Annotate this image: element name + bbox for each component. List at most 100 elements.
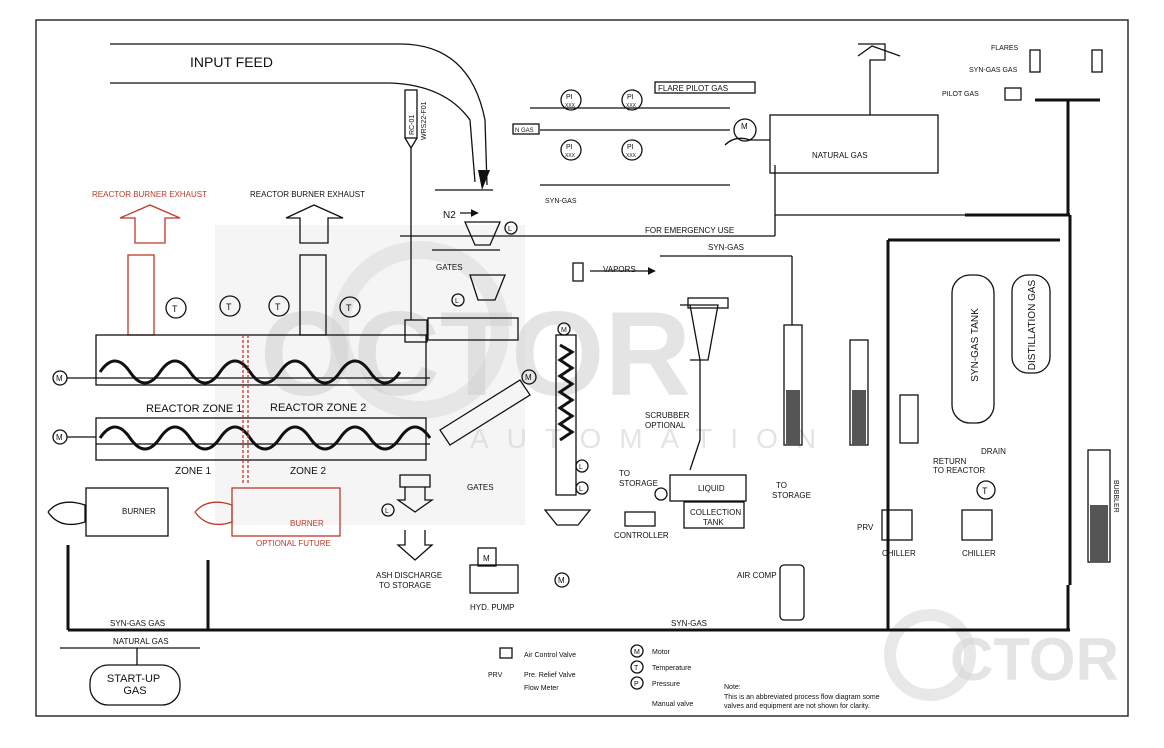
optional-future-label: OPTIONAL FUTURE (256, 539, 331, 548)
syn-gas-main-label: SYN-GAS (671, 619, 707, 628)
watermark-sub: AUTOMATION (470, 423, 834, 454)
vertical-conveyor: M L L M M (439, 322, 592, 588)
return-line-2: TO REACTOR (933, 466, 985, 475)
svg-text:T: T (982, 486, 988, 496)
bubbler-label: BUBBLER (1112, 480, 1119, 513)
svg-text:L: L (579, 486, 583, 493)
svg-text:M: M (634, 649, 640, 656)
burner-label: BURNER (122, 507, 156, 516)
drain-label: DRAIN (981, 447, 1006, 456)
chillers: CHILLER PRV CHILLER T (857, 480, 996, 558)
gas-train: FLARE PILOT GAS N GAS SYN-GAS PI PI PI P… (512, 43, 939, 205)
svg-text:M: M (56, 374, 63, 383)
condensers: TO STORAGE (772, 324, 869, 500)
zone-2-label: ZONE 2 (290, 466, 327, 477)
svg-text:T: T (226, 302, 232, 312)
scrubber: VAPORS SCRUBBER OPTIONAL SYN-GAS (572, 243, 793, 471)
svg-text:M: M (525, 373, 532, 382)
note-line-2: valves and equipment are not shown for c… (724, 703, 870, 710)
watermark-main: OCTOR (260, 287, 691, 421)
legend-temperature: Temperature (652, 665, 691, 672)
svg-text:M: M (558, 576, 565, 585)
natural-gas-line-label: NATURAL GAS (113, 637, 169, 646)
syn-gas-label: SYN-GAS (708, 243, 744, 252)
collection-tank-label: COLLECTION TANK (690, 508, 743, 527)
svg-text:PI: PI (627, 94, 634, 101)
input-feed-label: INPUT FEED (190, 54, 273, 70)
to-storage-left-line-2: STORAGE (619, 479, 658, 488)
instrument-column: RC-01 WRS22-F01 (404, 89, 428, 320)
temperature-gauges: T T T T (165, 295, 361, 319)
air-comp: AIR COMP (737, 564, 805, 621)
svg-text:M: M (561, 327, 567, 334)
air-comp-label: AIR COMP (737, 571, 777, 580)
legend-pressure: Pressure (652, 681, 680, 688)
ash-discharge: L GATES ASH DISCHARGE TO STORAGE (376, 474, 494, 590)
svg-text:T: T (346, 303, 352, 313)
bubbler: BUBBLER (1068, 215, 1119, 585)
svg-text:PI: PI (627, 144, 634, 151)
svg-text:T: T (275, 302, 281, 312)
distillation-tank: DISTILLATION GAS (1011, 274, 1051, 374)
hyd-pump: M HYD. PUMP (469, 547, 519, 612)
gates-label: GATES (436, 263, 463, 272)
svg-text:XXX: XXX (626, 103, 637, 109)
start-up-gas-label: START-UP GAS (107, 673, 163, 697)
chiller-1-label: CHILLER (882, 549, 916, 558)
note-title: Note: (724, 684, 741, 691)
instrument-tag: RC-01 (409, 115, 416, 135)
return-line-1: RETURN (933, 457, 967, 466)
reactor-zone-2-label: REACTOR ZONE 2 (270, 402, 366, 414)
svg-text:T: T (634, 665, 639, 672)
flares-label: FLARES (991, 45, 1019, 52)
svg-text:L: L (579, 464, 583, 471)
ash-discharge-label: ASH DISCHARGE TO STORAGE (376, 571, 444, 590)
svg-text:PI: PI (566, 94, 573, 101)
for-emergency-use-label: FOR EMERGENCY USE (645, 226, 734, 235)
svg-text:T: T (172, 304, 178, 314)
collection-tank: LIQUID COLLECTION TANK TO STORAGE (619, 469, 747, 529)
collection-tank-line-1: COLLECTION (690, 508, 741, 517)
legend: Air Control Valve PRV Pre. Relief Valve … (488, 644, 693, 708)
feed-hopper: N2 L GATES L (404, 189, 519, 343)
syn-gas-gas-label: SYN-GAS GAS (969, 67, 1018, 74)
return-to-reactor-label: RETURN TO REACTOR (933, 457, 985, 475)
burner-optional: BURNER OPTIONAL FUTURE (194, 487, 341, 548)
svg-text:M: M (483, 554, 490, 563)
flares: FLARES SYN-GAS GAS PILOT GAS (942, 45, 1103, 215)
reactor-zone-1-label: REACTOR ZONE 1 (146, 403, 242, 415)
note: Note: This is an abbreviated process flo… (724, 684, 880, 710)
svg-text:XXX: XXX (565, 153, 576, 159)
watermark-corner: CTOR (950, 626, 1119, 693)
flare-pilot-gas-label: FLARE PILOT GAS (658, 84, 728, 93)
syn-gas-tank-label: SYN-GAS TANK (970, 308, 981, 382)
startup-gas: SYN-GAS GAS NATURAL GAS START-UP GAS (60, 619, 200, 706)
svg-text:XXX: XXX (626, 153, 637, 159)
start-up-line-1: START-UP (107, 673, 160, 685)
diagram-border (35, 19, 1129, 717)
pilot-gas-label: PILOT GAS (942, 91, 979, 98)
svg-text:L: L (385, 508, 389, 515)
n-gas-label: N GAS (515, 128, 534, 134)
chiller-2-label: CHILLER (962, 549, 996, 558)
reactor-burner-exhaust-red: REACTOR BURNER EXHAUST (92, 190, 207, 336)
burner: BURNER (47, 487, 169, 537)
ash-discharge-line-1: ASH DISCHARGE (376, 571, 442, 580)
svg-text:XXX: XXX (565, 103, 576, 109)
distillation-gas-label: DISTILLATION GAS (1027, 279, 1038, 370)
gas-train-syn-gas-label: SYN-GAS (545, 198, 577, 205)
reactor-burner-exhaust-label: REACTOR BURNER EXHAUST (250, 190, 365, 199)
svg-text:M: M (56, 433, 63, 442)
collection-tank-line-2: TANK (703, 518, 724, 527)
instrument-tag-2: WRS22-F01 (421, 101, 428, 140)
syn-gas-tank: SYN-GAS TANK DRAIN (951, 274, 1006, 456)
input-feed-chute: INPUT FEED (110, 43, 490, 190)
controller: CONTROLLER (614, 511, 669, 540)
controller-label: CONTROLLER (614, 531, 669, 540)
to-storage-left-line-1: TO (619, 469, 630, 478)
pi-gauges: PI PI PI PI XXX XXX XXX XXX (560, 89, 643, 161)
svg-text:L: L (508, 226, 512, 233)
emergency-line: FOR EMERGENCY USE (400, 165, 1070, 237)
prv-label: PRV (857, 523, 874, 532)
